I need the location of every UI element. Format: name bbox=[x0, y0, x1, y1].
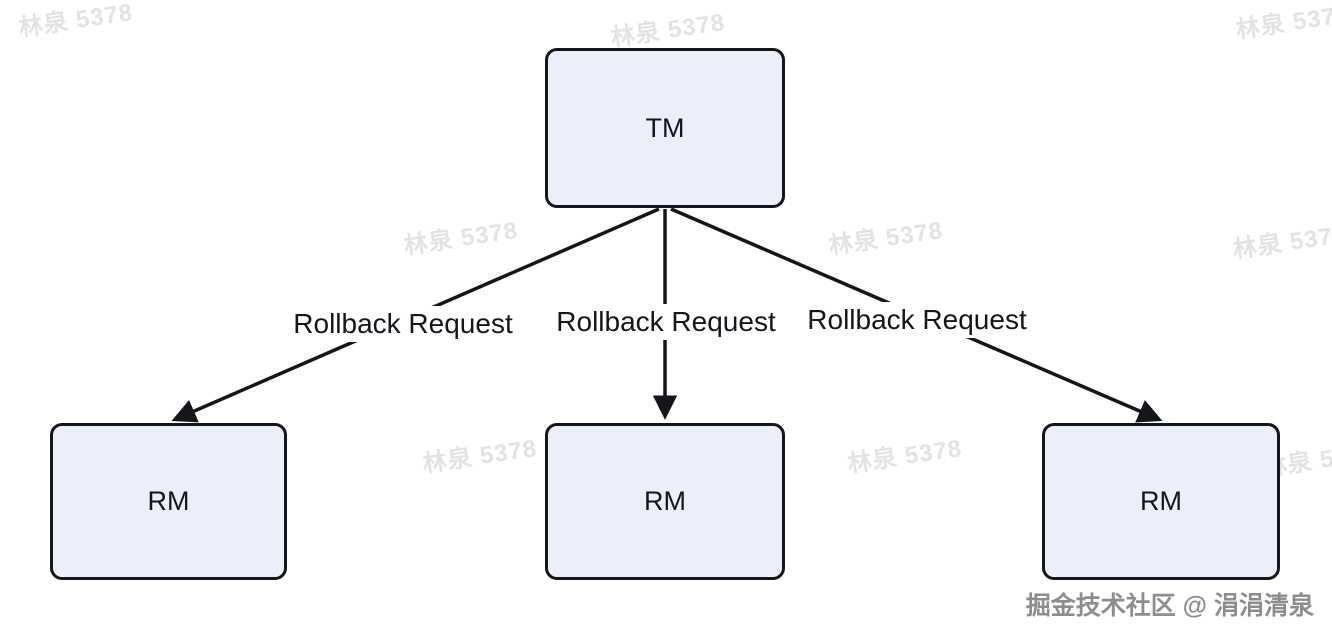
node-tm-label: TM bbox=[645, 112, 685, 143]
edge-label-rollback-left: Rollback Request bbox=[285, 306, 521, 342]
edge-label-rollback-right: Rollback Request bbox=[799, 302, 1035, 338]
node-rm-left: RM bbox=[50, 423, 287, 580]
node-rm-right-label: RM bbox=[1140, 486, 1182, 516]
node-rm-right: RM bbox=[1042, 423, 1280, 580]
edge-label-rollback-center: Rollback Request bbox=[548, 304, 784, 340]
node-rm-center-label: RM bbox=[644, 486, 686, 516]
node-rm-center: RM bbox=[545, 423, 785, 580]
footer-credit: 掘金技术社区 @ 涓涓清泉 bbox=[1025, 592, 1314, 620]
node-tm: TM bbox=[545, 48, 785, 208]
node-rm-left-label: RM bbox=[147, 486, 190, 516]
